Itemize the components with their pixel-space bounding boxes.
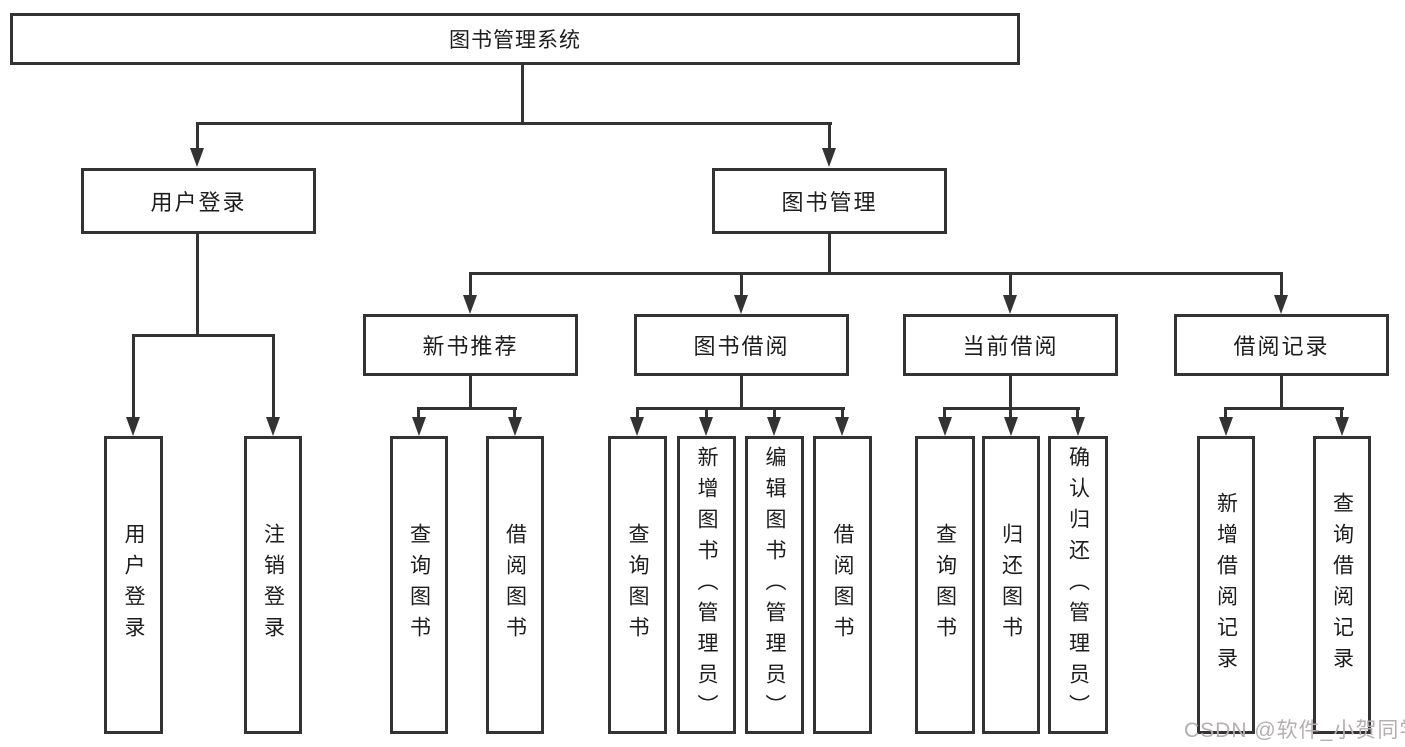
connector-line xyxy=(469,272,1283,275)
leaf-query-books-current-label: 查询图书 xyxy=(933,523,957,647)
node-user-login: 用户登录 xyxy=(81,168,316,234)
leaf-add-borrow-record-label: 新增借阅记录 xyxy=(1214,492,1238,678)
leaf-query-books-borrow: 查询图书 xyxy=(608,436,667,734)
node-borrow-records-label: 借阅记录 xyxy=(1233,334,1330,359)
connector-line xyxy=(1280,272,1283,297)
leaf-add-books-admin-label: 新增图书（管理员） xyxy=(695,445,718,725)
leaf-return-books: 归还图书 xyxy=(982,436,1040,734)
node-current-borrow: 当前借阅 xyxy=(903,314,1118,376)
arrow-down-icon xyxy=(822,148,836,167)
connector-line xyxy=(636,407,845,410)
arrow-down-icon xyxy=(699,417,713,436)
connector-line xyxy=(196,234,199,337)
connector-line xyxy=(1340,407,1343,419)
node-borrow-records: 借阅记录 xyxy=(1174,314,1389,376)
leaf-user-login: 用户登录 xyxy=(104,436,163,734)
leaf-query-books-current: 查询图书 xyxy=(915,436,975,734)
connector-line xyxy=(705,407,708,419)
leaf-return-books-label: 归还图书 xyxy=(999,523,1023,647)
node-book-management: 图书管理 xyxy=(712,168,947,234)
connector-line xyxy=(272,334,275,418)
connector-line xyxy=(196,122,832,125)
leaf-borrow-books: 借阅图书 xyxy=(813,436,872,734)
connector-line xyxy=(773,407,776,419)
leaf-edit-books-admin: 编辑图书（管理员） xyxy=(745,436,804,734)
arrow-down-icon xyxy=(1004,417,1018,436)
connector-line xyxy=(1009,376,1012,409)
connector-line xyxy=(828,234,831,275)
leaf-logout: 注销登录 xyxy=(244,436,302,734)
connector-line xyxy=(1076,407,1079,419)
arrow-down-icon xyxy=(630,417,644,436)
leaf-user-login-label: 用户登录 xyxy=(122,523,145,647)
connector-line xyxy=(740,376,743,409)
connector-line xyxy=(1224,407,1227,419)
node-book-borrow-label: 图书借阅 xyxy=(693,334,790,359)
connector-line xyxy=(469,376,472,409)
leaf-borrow-books-recommend: 借阅图书 xyxy=(486,436,544,734)
arrow-down-icon xyxy=(508,417,522,436)
leaf-add-borrow-record: 新增借阅记录 xyxy=(1197,436,1255,734)
node-new-book-recommend: 新书推荐 xyxy=(363,314,578,376)
arrow-down-icon xyxy=(938,417,952,436)
arrow-down-icon xyxy=(1335,417,1349,436)
arrow-down-icon xyxy=(266,417,280,436)
leaf-query-borrow-record: 查询借阅记录 xyxy=(1313,436,1371,734)
connector-line xyxy=(1009,272,1012,297)
arrow-down-icon xyxy=(1274,295,1288,314)
arrow-down-icon xyxy=(412,417,426,436)
node-library-system-label: 图书管理系统 xyxy=(449,29,581,52)
leaf-confirm-return-admin-label: 确认归还（管理员） xyxy=(1066,445,1090,725)
connector-line xyxy=(132,334,135,418)
watermark: CSDN @软件_小贺同学 xyxy=(1184,719,1405,742)
leaf-borrow-books-label: 借阅图书 xyxy=(831,523,854,647)
node-user-login-label: 用户登录 xyxy=(150,190,247,215)
arrow-down-icon xyxy=(1003,295,1017,314)
arrow-down-icon xyxy=(835,417,849,436)
arrow-down-icon xyxy=(463,295,477,314)
leaf-query-books-recommend-label: 查询图书 xyxy=(407,523,431,647)
connector-line xyxy=(132,334,275,337)
arrow-down-icon xyxy=(190,148,204,167)
connector-line xyxy=(196,122,199,150)
arrow-down-icon xyxy=(1219,417,1233,436)
connector-line xyxy=(513,407,516,419)
connector-line xyxy=(1009,407,1012,419)
arrow-down-icon xyxy=(734,295,748,314)
connector-line xyxy=(1280,376,1283,409)
connector-line xyxy=(521,65,524,125)
arrow-down-icon xyxy=(126,417,140,436)
connector-line xyxy=(469,272,472,297)
connector-line xyxy=(636,407,639,419)
leaf-query-borrow-record-label: 查询借阅记录 xyxy=(1330,492,1354,678)
node-new-book-recommend-label: 新书推荐 xyxy=(422,334,519,359)
node-book-borrow: 图书借阅 xyxy=(634,314,849,376)
connector-line xyxy=(943,407,946,419)
arrow-down-icon xyxy=(767,417,781,436)
leaf-logout-label: 注销登录 xyxy=(261,523,285,647)
leaf-add-books-admin: 新增图书（管理员） xyxy=(677,436,736,734)
leaf-confirm-return-admin: 确认归还（管理员） xyxy=(1048,436,1108,734)
node-library-system: 图书管理系统 xyxy=(10,13,1020,65)
leaf-borrow-books-recommend-label: 借阅图书 xyxy=(503,523,527,647)
connector-line xyxy=(1224,407,1344,410)
leaf-query-books-recommend: 查询图书 xyxy=(390,436,448,734)
arrow-down-icon xyxy=(1071,417,1085,436)
leaf-query-books-borrow-label: 查询图书 xyxy=(626,523,649,647)
connector-line xyxy=(828,122,831,150)
connector-line xyxy=(841,407,844,419)
connector-line xyxy=(417,407,420,419)
node-book-management-label: 图书管理 xyxy=(781,190,878,215)
connector-line xyxy=(417,407,517,410)
node-current-borrow-label: 当前借阅 xyxy=(962,334,1059,359)
leaf-edit-books-admin-label: 编辑图书（管理员） xyxy=(763,445,786,725)
connector-line xyxy=(740,272,743,297)
